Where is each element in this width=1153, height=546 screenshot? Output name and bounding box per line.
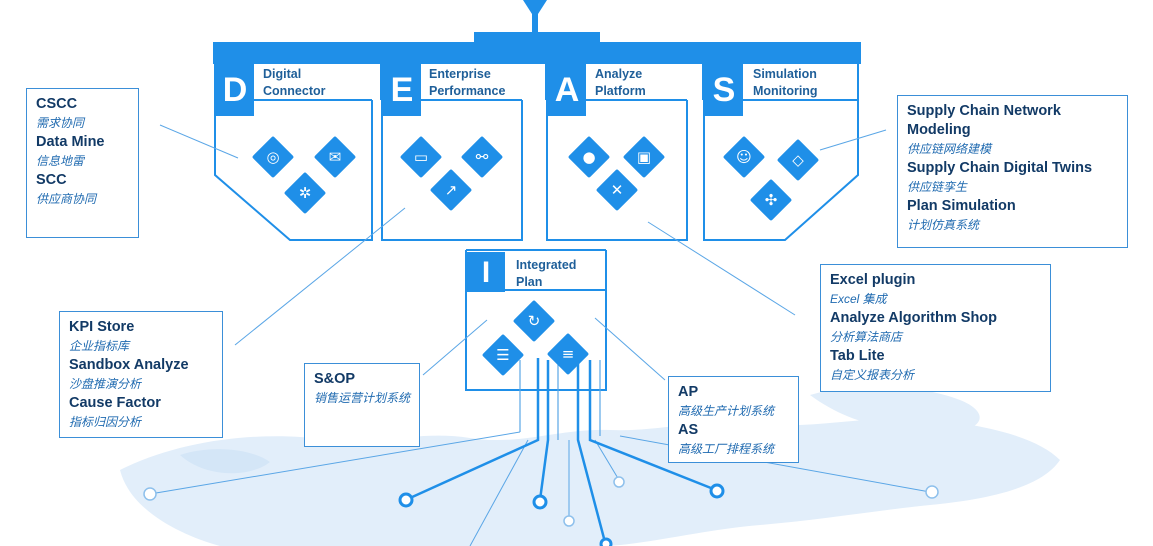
robot-glyph: ☺: [736, 148, 752, 166]
info-title: KPI Store: [69, 319, 135, 335]
info-title: Supply Chain Network: [907, 103, 1061, 119]
info-subtitle: 沙盘推演分析: [69, 377, 142, 391]
cycle-glyph: ↻: [527, 312, 541, 330]
info-box-sop: S&OP 销售运营计划系统: [304, 363, 420, 447]
module-title-line1: Integrated: [516, 258, 577, 272]
info-box-kpi: KPI Store 企业指标库 Sandbox Analyze 沙盘推演分析 C…: [59, 311, 223, 438]
info-subtitle: 分析算法商店: [830, 330, 903, 344]
info-subtitle: 自定义报表分析: [830, 368, 915, 382]
info-title: CSCC: [36, 96, 78, 112]
info-title: AS: [678, 422, 699, 438]
info-title: SCC: [36, 172, 67, 188]
module-letter-i: I: [467, 252, 505, 292]
info-title: AP: [678, 384, 699, 400]
module-title-line1: Analyze: [595, 67, 643, 81]
info-subtitle: Excel 集成: [830, 292, 887, 306]
module-title-integrated-plan: Integrated Plan: [516, 257, 576, 291]
info-subtitle: 高级生产计划系统: [678, 404, 775, 418]
info-subtitle: 信息地雷: [36, 154, 85, 168]
info-subtitle: 供应商协同: [36, 192, 97, 206]
gantt-glyph: ≡: [561, 345, 575, 363]
module-letter-a: A: [548, 64, 586, 116]
circle-target-glyph: ●: [582, 148, 596, 166]
info-subtitle: 高级工厂排程系统: [678, 442, 775, 456]
top-banner-bar: [213, 42, 861, 64]
info-title: Supply Chain Digital Twins: [907, 160, 1093, 176]
module-frame-d: [214, 64, 373, 241]
module-title-line1: Enterprise: [429, 67, 491, 81]
wire-end-nodes: [398, 483, 725, 546]
info-subtitle: 供应链网络建模: [907, 142, 992, 156]
diamond-link-glyph: ◇: [792, 151, 804, 169]
module-letter-e: E: [383, 64, 421, 116]
hex-network-glyph: ✣: [764, 191, 778, 209]
info-title: Modeling: [907, 122, 971, 138]
clipboard-glyph: ☰: [496, 346, 510, 364]
module-letter-s: S: [705, 64, 743, 116]
chat-bubble-glyph: ✉: [328, 148, 342, 166]
info-subtitle: 计划仿真系统: [907, 218, 980, 232]
share-nodes-glyph: ⚯: [475, 148, 489, 166]
info-title: Plan Simulation: [907, 198, 1016, 214]
circuit-wires: [409, 358, 717, 546]
info-box-ap: AP 高级生产计划系统 AS 高级工厂排程系统: [668, 376, 799, 463]
top-connector-bar: [474, 32, 600, 44]
module-letter-d: D: [216, 64, 254, 116]
info-title: Data Mine: [36, 134, 105, 150]
module-title-line2: Plan: [516, 275, 543, 289]
info-box-analyze: Excel plugin Excel 集成 Analyze Algorithm …: [820, 264, 1051, 392]
info-title: S&OP: [314, 371, 356, 387]
info-subtitle: 供应链孪生: [907, 180, 968, 194]
info-box-simulation: Supply Chain Network Modeling 供应链网络建模 Su…: [897, 95, 1128, 248]
info-title: Analyze Algorithm Shop: [830, 310, 998, 326]
monitor-glyph: ▭: [413, 148, 429, 166]
excel-glyph: ✕: [610, 181, 624, 199]
info-box-digital-connector: CSCC 需求协同 Data Mine 信息地雷 SCC 供应商协同: [26, 88, 139, 238]
module-title-enterprise-performance: Enterprise Performance: [429, 66, 505, 100]
info-title: Tab Lite: [830, 348, 885, 364]
module-title-line2: Platform: [595, 84, 646, 98]
rings-glyph: ◎: [266, 148, 280, 166]
module-title-line2: Performance: [429, 84, 506, 98]
module-title-line1: Simulation: [753, 67, 817, 81]
info-subtitle: 企业指标库: [69, 339, 130, 353]
growth-chart-glyph: ↗: [444, 181, 458, 199]
module-title-simulation-monitoring: Simulation Monitoring: [753, 66, 818, 100]
info-title: Cause Factor: [69, 395, 161, 411]
module-title-line1: Digital: [263, 67, 302, 81]
info-subtitle: 需求协同: [36, 116, 85, 130]
module-title-digital-connector: Digital Connector: [263, 66, 326, 100]
antenna-icon: [523, 0, 547, 34]
info-title: Excel plugin: [830, 272, 916, 288]
module-title-analyze-platform: Analyze Platform: [595, 66, 646, 100]
network-star-glyph: ✲: [298, 184, 312, 202]
module-title-line2: Connector: [263, 84, 326, 98]
map-nodes: [143, 476, 939, 527]
chip-glyph: ▣: [636, 148, 652, 166]
info-subtitle: 指标归因分析: [69, 415, 142, 429]
module-title-line2: Monitoring: [753, 84, 818, 98]
info-subtitle: 销售运营计划系统: [314, 391, 411, 405]
info-title: Sandbox Analyze: [69, 357, 189, 373]
